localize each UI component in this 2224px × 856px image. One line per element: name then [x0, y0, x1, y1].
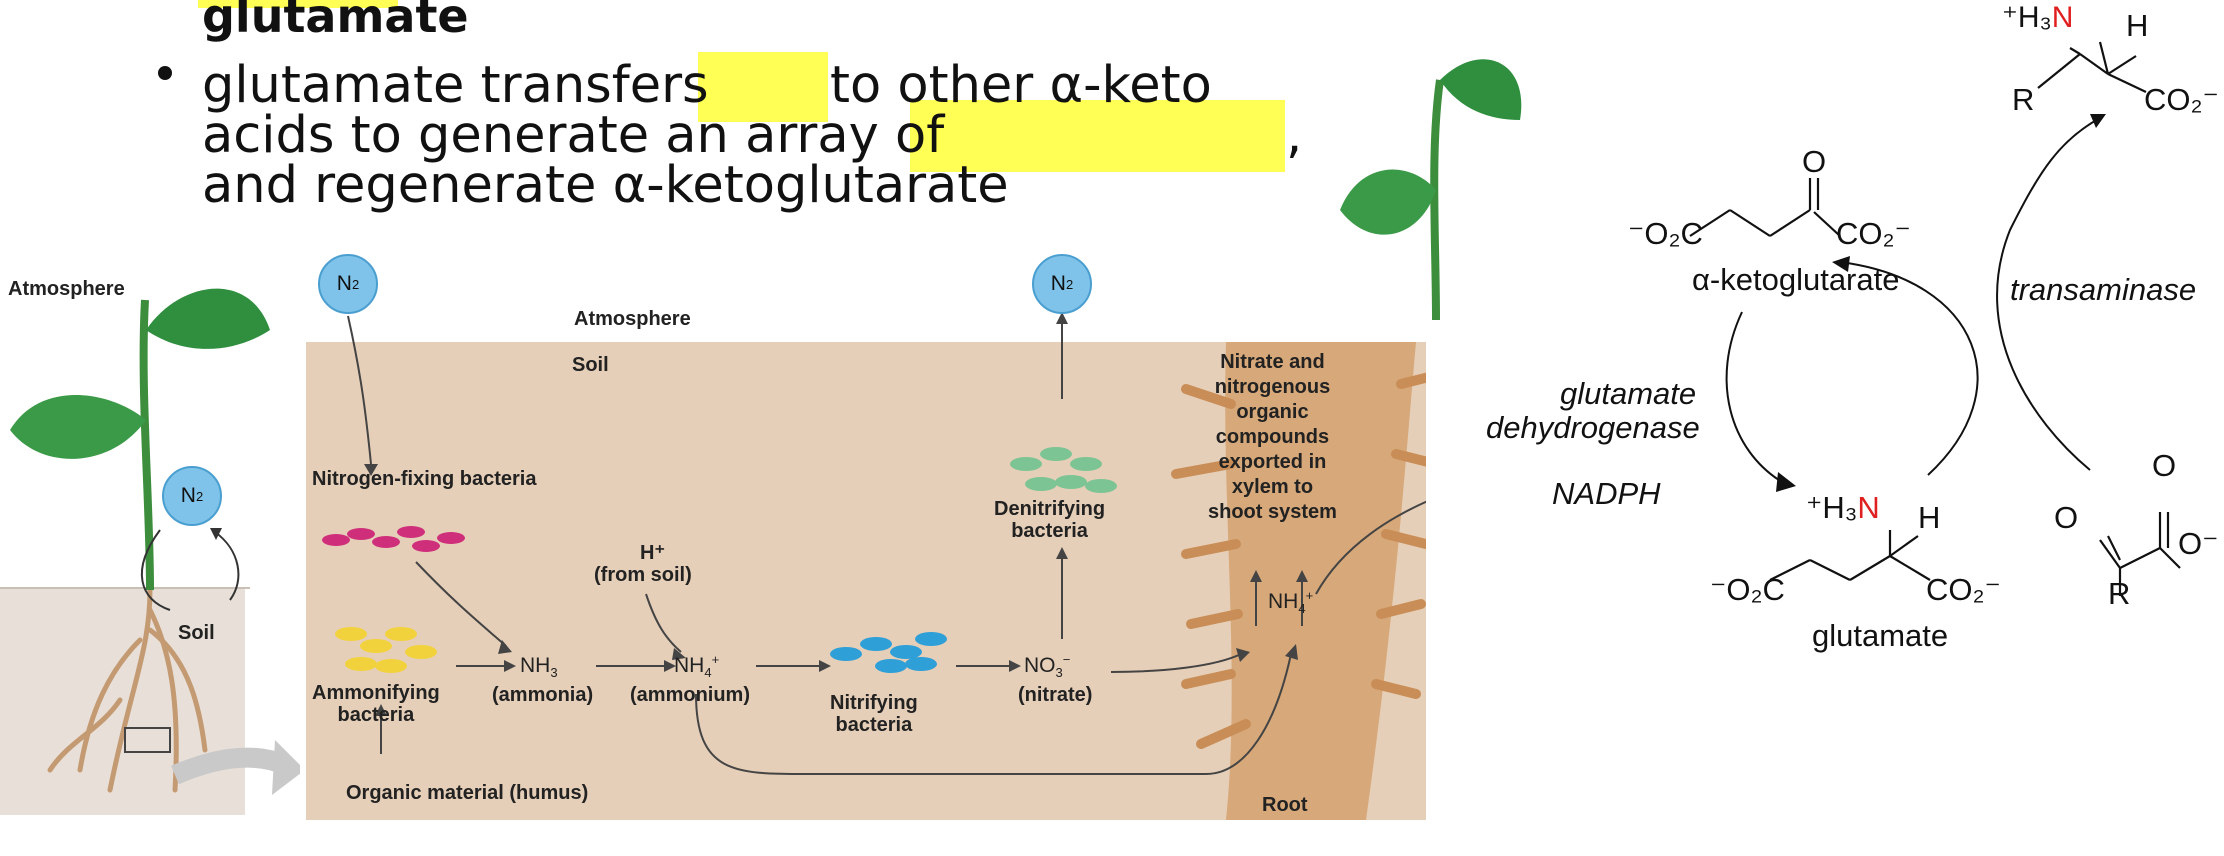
glu-n: N [1857, 490, 1880, 525]
nh3-text: NH [520, 654, 551, 677]
akg-o: O [1802, 144, 1827, 179]
bullet-dot [158, 66, 172, 80]
nadph-label: NADPH [1552, 476, 1661, 511]
no3-sub: 3 [1055, 665, 1063, 681]
root-nh4-label: NH4+ [1268, 588, 1313, 616]
reaction-scheme: ⁺H₃N H R CO₂⁻ O ⁻O₂C CO₂⁻ α-ketoglutarat… [1486, 0, 2224, 700]
root-nh4-sup: + [1305, 588, 1314, 603]
amino-top-h3-text: ⁺H₃ [2002, 1, 2052, 34]
reaction-arrows-svg [1689, 41, 2181, 596]
gdh-label-1: glutamate [1560, 376, 1697, 411]
amino-top-h: H [2126, 8, 2149, 43]
from-soil-label: (from soil) [594, 564, 692, 586]
glu-right: CO₂⁻ [1926, 572, 2001, 607]
glu-h3n: ⁺H₃N [1806, 490, 1880, 526]
transaminase-label: transaminase [2010, 272, 2197, 307]
cut-heading: glutamate [202, 0, 469, 43]
nh3-label: NH3 [520, 654, 558, 680]
keto-o-left: O [2054, 500, 2079, 535]
root-label: Root [1262, 794, 1308, 816]
bullet-line-1b: to other α-keto [830, 56, 1212, 115]
h-plus-label: H⁺ [640, 542, 665, 564]
soil-label-left: Soil [178, 622, 215, 644]
keto-o-minus: O⁻ [2178, 526, 2219, 561]
nitrate-label: (nitrate) [1018, 684, 1093, 706]
nitrifying-label: Nitrifying bacteria [830, 692, 918, 736]
ammonia-label: (ammonia) [492, 684, 594, 706]
root-nh4-text: NH [1268, 590, 1299, 613]
amino-top-r: R [2012, 82, 2035, 117]
atmosphere-label-left: Atmosphere [8, 278, 125, 300]
nitrate-export-label: Nitrate and nitrogenous organic compound… [1208, 351, 1337, 523]
nh4-sup: + [711, 652, 720, 667]
akg-name: α-ketoglutarate [1692, 262, 1900, 297]
bullet-line-2-comma: , [1286, 106, 1303, 165]
glu-h3-text: ⁺H₃ [1806, 490, 1858, 525]
keto-r: R [2108, 576, 2131, 611]
n2-label-left: N [180, 484, 196, 507]
n2-sub-top-right: 2 [1065, 276, 1074, 292]
n2-sub-top-left: 2 [351, 276, 360, 292]
gdh-label-2: dehydrogenase [1486, 410, 1700, 445]
akg-right: CO₂⁻ [1836, 216, 1911, 251]
n2-label-top-right: N [1050, 272, 1066, 295]
n2-sub-left: 2 [195, 488, 204, 504]
denitrifying-label: Denitrifying bacteria [994, 498, 1106, 542]
bullet-line-3: and regenerate α-ketoglutarate [202, 156, 1009, 215]
heading-highlight [198, 0, 398, 8]
bullet-text-block: glutamate glutamate transfers to other α… [0, 0, 1320, 220]
bullet-line-1a: glutamate transfers [202, 56, 709, 115]
akg-left: ⁻O₂C [1628, 216, 1703, 251]
n2-label-top-left: N [336, 272, 352, 295]
nh4-label: NH4+ [674, 652, 719, 680]
ammonium-label: (ammonium) [630, 684, 750, 706]
soil-label: Soil [572, 354, 609, 376]
bullet-line-2: acids to generate an array of [202, 106, 945, 165]
nitrogen-cycle-svg [306, 312, 1707, 820]
glu-h: H [1918, 500, 1941, 535]
nitrogen-fixing-label: Nitrogen-fixing bacteria [312, 468, 537, 490]
amino-top-n: N [2051, 1, 2074, 34]
seedling-illustration [1340, 59, 1522, 320]
nh4-text: NH [674, 654, 705, 677]
plant-illustration [0, 288, 305, 815]
glu-left: ⁻O₂C [1710, 572, 1785, 607]
blank-highlight-1 [698, 52, 828, 122]
no3-label: NO3− [1024, 652, 1070, 680]
ammonifying-label: Ammonifying bacteria [312, 682, 440, 726]
glu-name: glutamate [1812, 618, 1949, 653]
no3-sup: − [1062, 652, 1071, 667]
no3-text: NO [1024, 654, 1056, 677]
organic-label: Organic material (humus) [346, 782, 589, 804]
keto-o-top: O [2152, 448, 2177, 483]
amino-top-h3n: ⁺H₃N [2002, 0, 2073, 35]
atmosphere-label: Atmosphere [574, 308, 691, 330]
nh4-sub: 4 [704, 665, 712, 681]
blank-highlight-2 [910, 100, 1285, 172]
root-nh4-sub: 4 [1298, 601, 1306, 617]
amino-top-co2: CO₂⁻ [2144, 82, 2219, 117]
nh3-sub: 3 [550, 665, 558, 681]
